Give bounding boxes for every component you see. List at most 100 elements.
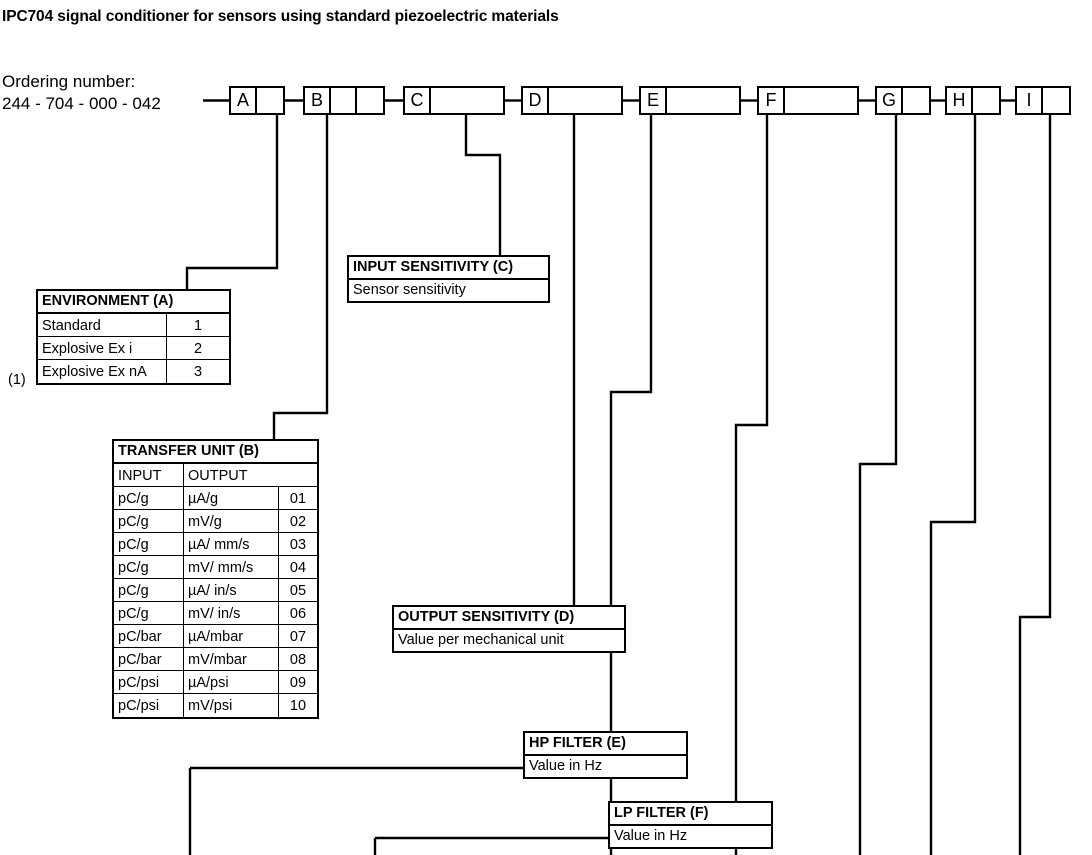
wire-b-drop (272, 115, 329, 439)
tu-code: 07 (289, 628, 307, 645)
wire-a-drop (185, 115, 279, 289)
table-transfer-unit-header: TRANSFER UNIT (B) (114, 441, 317, 464)
code-slot-a-1[interactable] (257, 88, 283, 113)
table-row: pC/psi µA/psi 09 (114, 671, 317, 694)
table-output-sensitivity-header: OUTPUT SENSITIVITY (D) (394, 607, 624, 630)
tu-input: pC/g (114, 579, 184, 601)
code-box-g[interactable]: G (875, 86, 931, 115)
code-letter-b: B (305, 88, 331, 113)
footnote-marker: (1) (8, 372, 26, 388)
tu-code: 06 (289, 605, 307, 622)
table-row: pC/g mV/ mm/s 04 (114, 556, 317, 579)
table-transfer-unit: TRANSFER UNIT (B) INPUT OUTPUT pC/g µA/g… (112, 439, 319, 719)
code-letter-e: E (641, 88, 667, 113)
table-environment-header: ENVIRONMENT (A) (38, 291, 229, 314)
input-sensitivity-value: Sensor sensitivity (353, 282, 466, 298)
code-letter-c: C (405, 88, 431, 113)
tu-input: pC/g (114, 487, 184, 509)
tu-code: 09 (289, 674, 307, 691)
table-row: Standard 1 (38, 314, 229, 337)
tu-code: 10 (289, 698, 307, 714)
output-sensitivity-value: Value per mechanical unit (398, 632, 564, 648)
tu-input: pC/psi (114, 671, 184, 693)
wire-i-drop (1018, 115, 1052, 855)
code-slot-f-1[interactable] (785, 88, 857, 113)
table-lp-filter-header: LP FILTER (F) (610, 803, 771, 826)
table-input-sensitivity-header: INPUT SENSITIVITY (C) (349, 257, 548, 280)
tu-output: µA/psi (184, 671, 279, 693)
tu-input: pC/bar (114, 625, 184, 647)
ordering-number-value: 244 - 704 - 000 - 042 (2, 94, 161, 113)
code-letter-d: D (523, 88, 549, 113)
column-header-output: OUTPUT (188, 467, 248, 484)
code-slot-d-1[interactable] (549, 88, 621, 113)
tu-output: µA/mbar (184, 625, 279, 647)
table-input-sensitivity: INPUT SENSITIVITY (C) Sensor sensitivity (347, 255, 550, 303)
tu-output: µA/ mm/s (184, 533, 279, 555)
wire-f-drop (734, 115, 769, 855)
tu-output: µA/g (184, 487, 279, 509)
tu-code: 03 (289, 536, 307, 553)
table-row: Explosive Ex i 2 (38, 337, 229, 360)
tu-code: 05 (289, 582, 307, 599)
table-row: pC/psi mV/psi 10 (114, 694, 317, 717)
table-hp-filter: HP FILTER (E) Value in Hz (523, 731, 688, 779)
table-row: pC/bar µA/mbar 07 (114, 625, 317, 648)
table-output-sensitivity: OUTPUT SENSITIVITY (D) Value per mechani… (392, 605, 626, 653)
environment-name: Explosive Ex nA (38, 360, 167, 383)
tu-code: 02 (289, 513, 307, 530)
tu-output: mV/ mm/s (184, 556, 279, 578)
code-box-b[interactable]: B (303, 86, 385, 115)
wire-h-drop (929, 115, 977, 855)
table-row: pC/g µA/ in/s 05 (114, 579, 317, 602)
code-slot-e-1[interactable] (667, 88, 739, 113)
code-box-e[interactable]: E (639, 86, 741, 115)
tu-input: pC/g (114, 533, 184, 555)
ordering-number-label: Ordering number: (2, 72, 136, 91)
tu-output: µA/ in/s (184, 579, 279, 601)
tu-input: pC/psi (114, 694, 184, 717)
hp-filter-value: Value in Hz (529, 758, 603, 774)
wire-c-drop (464, 115, 502, 255)
page-title: IPC704 signal conditioner for sensors us… (2, 8, 559, 25)
code-slot-b-2[interactable] (357, 88, 383, 113)
environment-code: 2 (193, 340, 203, 357)
table-row: pC/g mV/ in/s 06 (114, 602, 317, 625)
lp-filter-value: Value in Hz (614, 828, 688, 844)
table-row: pC/bar mV/mbar 08 (114, 648, 317, 671)
code-box-a[interactable]: A (229, 86, 285, 115)
table-row: pC/g µA/ mm/s 03 (114, 533, 317, 556)
tu-code: 01 (289, 490, 307, 507)
code-slot-h-1[interactable] (973, 88, 999, 113)
tu-input: pC/g (114, 602, 184, 624)
table-row: pC/g mV/g 02 (114, 510, 317, 533)
code-box-f[interactable]: F (757, 86, 859, 115)
column-header-input: INPUT (114, 464, 184, 486)
environment-code: 3 (193, 364, 203, 380)
tu-output: mV/g (184, 510, 279, 532)
tu-input: pC/g (114, 556, 184, 578)
code-letter-i: I (1017, 88, 1043, 113)
code-box-c[interactable]: C (403, 86, 505, 115)
code-box-i[interactable]: I (1015, 86, 1071, 115)
table-header-row: INPUT OUTPUT (114, 464, 317, 487)
code-slot-c-1[interactable] (431, 88, 503, 113)
code-box-d[interactable]: D (521, 86, 623, 115)
code-letter-g: G (877, 88, 903, 113)
code-slot-i-1[interactable] (1043, 88, 1069, 113)
environment-name: Standard (38, 314, 167, 336)
tu-input: pC/g (114, 510, 184, 532)
code-letter-a: A (231, 88, 257, 113)
table-row: pC/g µA/g 01 (114, 487, 317, 510)
tu-input: pC/bar (114, 648, 184, 670)
table-lp-filter: LP FILTER (F) Value in Hz (608, 801, 773, 849)
tu-output: mV/psi (184, 694, 279, 717)
table-hp-filter-header: HP FILTER (E) (525, 733, 686, 756)
tu-code: 04 (289, 559, 307, 576)
code-slot-b-1[interactable] (331, 88, 357, 113)
environment-code: 1 (193, 317, 203, 334)
code-slot-g-1[interactable] (903, 88, 929, 113)
tu-output: mV/ in/s (184, 602, 279, 624)
code-box-h[interactable]: H (945, 86, 1001, 115)
